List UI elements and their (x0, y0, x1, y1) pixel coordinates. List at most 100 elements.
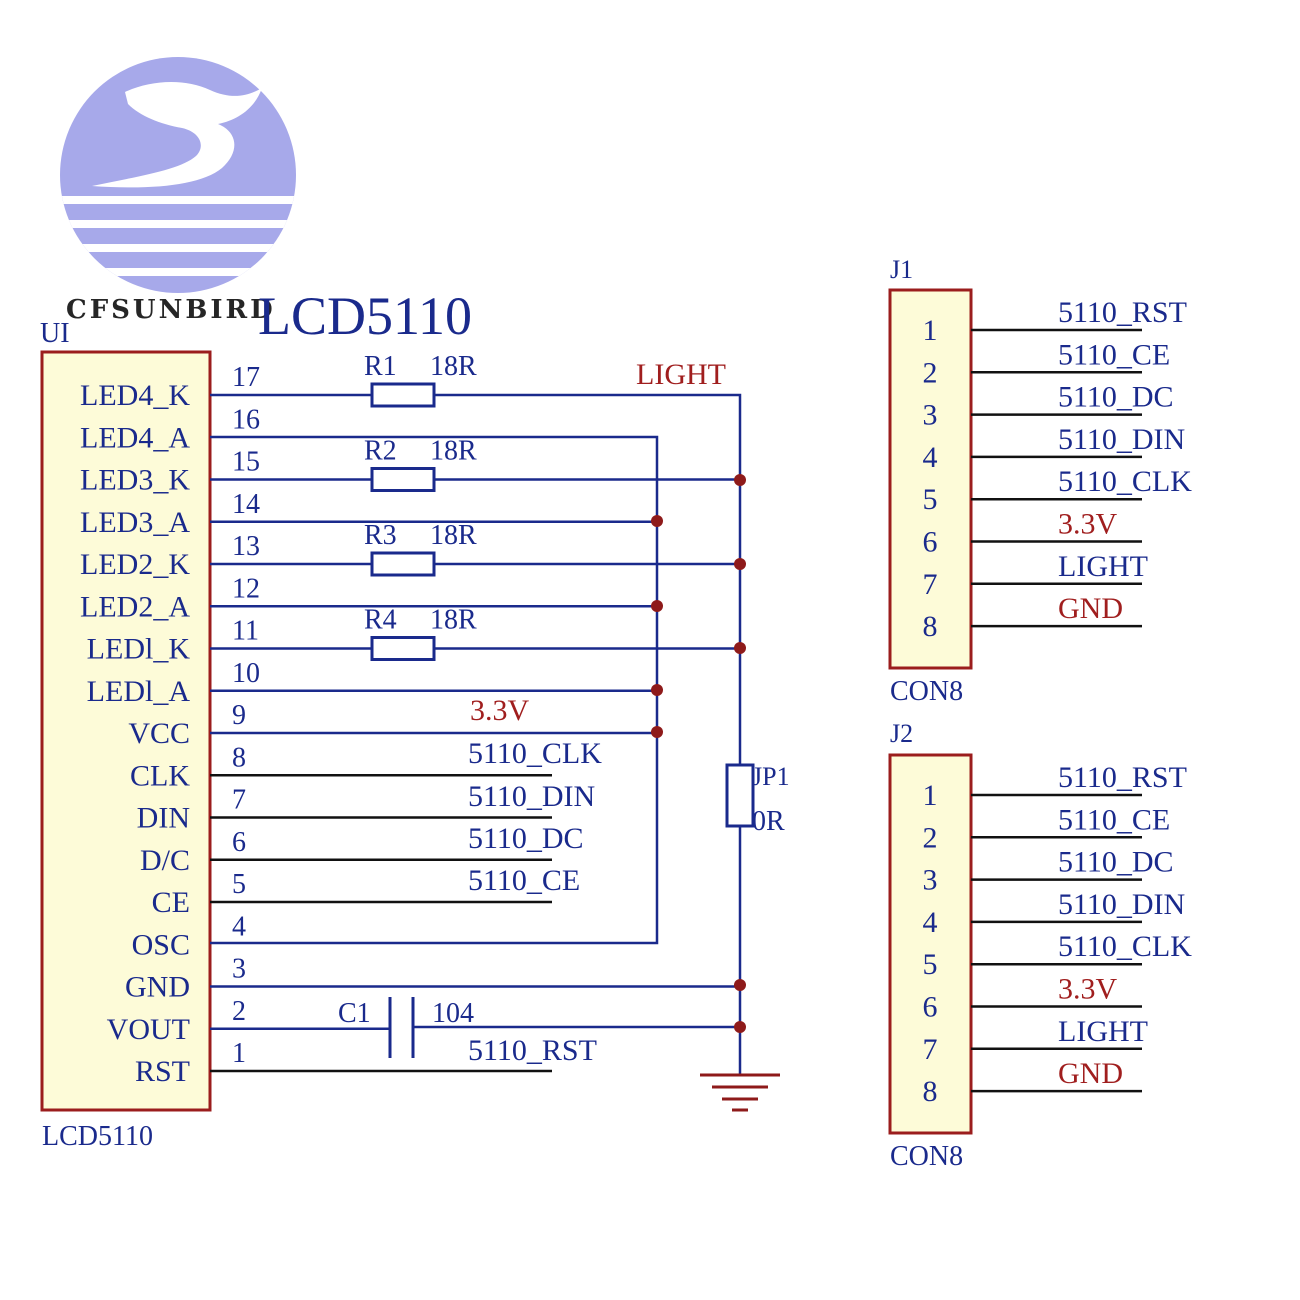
connector-pin-number: 8 (923, 1075, 938, 1108)
junction-dot (734, 474, 746, 486)
connector-net-label: 5110_CLK (1058, 930, 1192, 963)
connector-net-label: 5110_DC (1058, 846, 1174, 879)
connector-pin-number: 5 (923, 948, 938, 981)
connector-ref: J1 (890, 255, 913, 284)
junction-dot (734, 558, 746, 570)
net-din-label: 5110_DIN (468, 780, 595, 813)
resistor-value: 18R (430, 520, 477, 551)
connector-pin-number: 2 (923, 356, 938, 389)
jp1-ref: JP1 (752, 762, 790, 791)
u1-pin-label: CE (152, 886, 190, 919)
u1-pin-number: 17 (232, 362, 260, 393)
connector-net-label: GND (1058, 592, 1123, 625)
resistor-ref: R3 (364, 520, 397, 551)
connector-pin-number: 7 (923, 568, 938, 601)
signal-labels: 5110_CLK 5110_DIN 5110_DC 5110_CE 5110_R… (468, 737, 602, 1067)
net-clk-label: 5110_CLK (468, 737, 602, 770)
u1-pin-label: LED3_A (80, 506, 190, 539)
connector-pin-number: 6 (923, 526, 938, 559)
logo-waves (60, 196, 296, 276)
u1-pin-number: 12 (232, 573, 260, 604)
u1-body (40, 350, 212, 1112)
ground-symbol (700, 1073, 780, 1112)
junction-dot (651, 600, 663, 612)
u1-part: LCD5110 (42, 1121, 153, 1152)
c1-value: 104 (432, 998, 474, 1029)
u1-pin-number: 3 (232, 954, 246, 985)
connector-part: CON8 (890, 1141, 963, 1172)
u1-pin-number: 8 (232, 742, 246, 773)
connector-net-label: 5110_RST (1058, 761, 1187, 794)
u1-pin-label: LEDl_A (87, 675, 191, 708)
u1-pin-label: LED2_A (80, 590, 190, 623)
connector-pin-number: 4 (923, 441, 938, 474)
logo-bird-icon (92, 81, 262, 188)
u1-pin-label: D/C (140, 844, 190, 877)
u1-pin-number: 7 (232, 785, 246, 816)
net-dc-label: 5110_DC (468, 822, 584, 855)
net-light-label: LIGHT (636, 358, 726, 391)
u1-pin-number: 16 (232, 404, 260, 435)
connector-j2: J2CON815110_RST25110_CE35110_DC45110_DIN… (888, 719, 1192, 1172)
connector-pin-number: 7 (923, 1033, 938, 1066)
u1-pin-label: LED3_K (80, 464, 190, 497)
resistor-value: 18R (430, 351, 477, 382)
junction-dot (651, 515, 663, 527)
u1-pin-label: GND (125, 971, 190, 1004)
connector-pin-number: 1 (923, 779, 938, 812)
connector-pin-number: 6 (923, 991, 938, 1024)
connector-net-label: 3.3V (1058, 973, 1118, 1006)
resistor-value: 18R (430, 436, 477, 467)
connector-pin-number: 5 (923, 483, 938, 516)
connector-net-label: 5110_DIN (1058, 423, 1185, 456)
u1-pin-label: OSC (132, 928, 190, 961)
u1-pin-label: DIN (137, 802, 190, 835)
junction-dot (651, 726, 663, 738)
u1-pin-label: LEDl_K (87, 633, 191, 666)
net-rst-label: 5110_RST (468, 1034, 597, 1067)
junctions (651, 474, 746, 1033)
u1-pin-label: VOUT (107, 1013, 190, 1046)
connector-body (888, 288, 973, 670)
connector-net-label: 5110_RST (1058, 296, 1187, 329)
resistor-symbol (370, 382, 436, 408)
u1-pin-label: VCC (128, 717, 190, 750)
jp1-symbol (725, 763, 755, 828)
capacitor-c1: C1 104 (338, 997, 740, 1058)
connector-net-label: 5110_CE (1058, 338, 1170, 371)
resistor-ref: R1 (364, 351, 397, 382)
u1-pin-number: 2 (232, 996, 246, 1027)
connector-pin-number: 1 (923, 314, 938, 347)
u1-pin-label: RST (135, 1055, 190, 1088)
u1-pin-number: 5 (232, 869, 246, 900)
u1-ref: UI (40, 318, 70, 349)
u1-pin-number: 6 (232, 827, 246, 858)
resistor-ref: R2 (364, 436, 397, 467)
junction-dot (734, 979, 746, 991)
u1-pin-number: 1 (232, 1038, 246, 1069)
connector-part: CON8 (890, 676, 963, 707)
net-ce-label: 5110_CE (468, 864, 580, 897)
resistor-symbol (370, 551, 436, 577)
connector-j1: J1CON815110_RST25110_CE35110_DC45110_DIN… (888, 255, 1192, 707)
u1-pin-number: 14 (232, 489, 260, 520)
u1-pin-number: 4 (232, 911, 246, 942)
connector-net-label: 5110_DIN (1058, 888, 1185, 921)
connector-pin-number: 8 (923, 610, 938, 643)
u1-pin-number: 13 (232, 531, 260, 562)
brand-logo (60, 57, 296, 293)
c1-ref: C1 (338, 998, 371, 1029)
connector-net-label: LIGHT (1058, 550, 1148, 583)
connector-net-label: 5110_CE (1058, 803, 1170, 836)
junction-dot (651, 684, 663, 696)
junction-dot (734, 642, 746, 654)
connector-net-label: 5110_DC (1058, 381, 1174, 414)
jp1-value: 0R (752, 806, 785, 837)
u1-pin-label: LED4_K (80, 379, 190, 412)
resistor-ref: R4 (364, 605, 397, 636)
u1-pin-label: LED4_A (80, 421, 190, 454)
connector-body (888, 753, 973, 1135)
connector-pin-number: 4 (923, 906, 938, 939)
resistor-symbol (370, 636, 436, 661)
u1-pins: LED4_K17LED4_A16LED3_K15LED3_A14LED2_K13… (80, 362, 740, 1088)
